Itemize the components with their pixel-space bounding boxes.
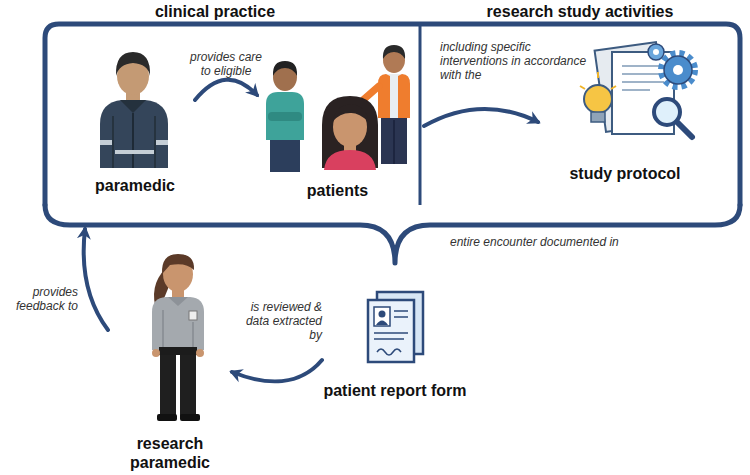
light-bulb (584, 85, 612, 113)
gear-hub (673, 65, 683, 75)
raised-arm (363, 86, 379, 100)
light-ray (597, 72, 599, 78)
vest (378, 74, 390, 118)
bulb-base (591, 112, 605, 122)
hand (152, 349, 160, 357)
arm-line (112, 116, 114, 168)
hair (162, 254, 194, 274)
zipper (132, 113, 134, 168)
gear-hub (653, 49, 659, 55)
collar (168, 297, 188, 306)
text-line (394, 316, 408, 318)
node-label: paramedic (75, 176, 195, 195)
hair (273, 61, 297, 76)
patients-illustration (266, 45, 410, 172)
edge-label: provides feedback to (2, 285, 78, 313)
hair (383, 45, 405, 59)
grey-shirt (152, 297, 204, 350)
hair (116, 52, 150, 76)
arm-line (154, 116, 156, 168)
hand (196, 349, 204, 357)
crossed-arms (268, 112, 302, 121)
edge-label: provides care to eligible (184, 50, 268, 78)
red-top (324, 150, 376, 170)
document (368, 300, 414, 362)
practice-frame: clinical practiceresearch study activiti… (45, 24, 740, 205)
light-ray (580, 86, 585, 89)
vest (398, 74, 410, 118)
magnifier-lens (654, 99, 680, 125)
research-paramedic-illustration (152, 254, 204, 421)
report-form: patient report form (320, 285, 470, 400)
jacket (100, 100, 168, 168)
legs (270, 138, 300, 172)
node-label: study protocol (540, 164, 710, 183)
connector-brace (45, 205, 740, 263)
node-label: research paramedic (110, 434, 230, 472)
leg (180, 354, 196, 416)
edge-label: including specific interventions in acco… (440, 40, 590, 82)
research-paramedic-figure: research paramedic (110, 250, 230, 472)
photo-head (379, 311, 386, 318)
node-label: patient report form (320, 381, 470, 400)
photo (374, 307, 390, 326)
connector-arrow (195, 80, 257, 100)
form-illustration (368, 292, 423, 362)
paramedic-illustration (100, 52, 168, 168)
frame-border (45, 24, 740, 205)
text-line (374, 332, 408, 334)
shirt (378, 74, 410, 118)
shoe (180, 414, 200, 421)
section-heading: clinical practice (45, 2, 385, 21)
text-line (374, 338, 404, 340)
gear-teeth (661, 53, 695, 87)
belt (159, 347, 197, 355)
patients-group: patients (255, 48, 420, 200)
text-line (622, 65, 664, 67)
gear (648, 44, 664, 60)
bangs (332, 104, 369, 122)
section-heading: research study activities (420, 2, 740, 21)
arm-line (192, 322, 194, 350)
edge-label: entire encounter documented in (450, 235, 619, 249)
connector-arrow (424, 109, 538, 126)
photo-shoulders (376, 321, 388, 326)
connector-arrow (84, 229, 108, 330)
text-line (622, 89, 650, 91)
reflective-stripe (115, 150, 154, 154)
teal-shirt (266, 92, 304, 140)
reflective-stripe (100, 140, 112, 145)
text-line (622, 73, 660, 75)
section-divider (419, 24, 422, 205)
badge (189, 311, 197, 320)
collar (120, 100, 146, 113)
text-line (622, 81, 664, 83)
protocol-icon: study protocol (540, 38, 710, 183)
arm-line (162, 310, 164, 350)
text-line (394, 310, 408, 312)
protocol-illustration (580, 42, 695, 137)
connector-arrow (232, 360, 322, 381)
shoe (157, 414, 177, 421)
gear (664, 56, 692, 84)
paramedic-figure: paramedic (75, 50, 195, 195)
signature (377, 349, 401, 355)
leg (160, 354, 176, 416)
magnifier-handle (676, 121, 692, 137)
light-ray (611, 86, 616, 89)
node-label: patients (255, 181, 420, 200)
edge-label: is reviewed & data extracted by (230, 300, 322, 342)
leg-line (393, 120, 395, 164)
reflective-stripe (156, 140, 168, 145)
legs (381, 116, 407, 164)
